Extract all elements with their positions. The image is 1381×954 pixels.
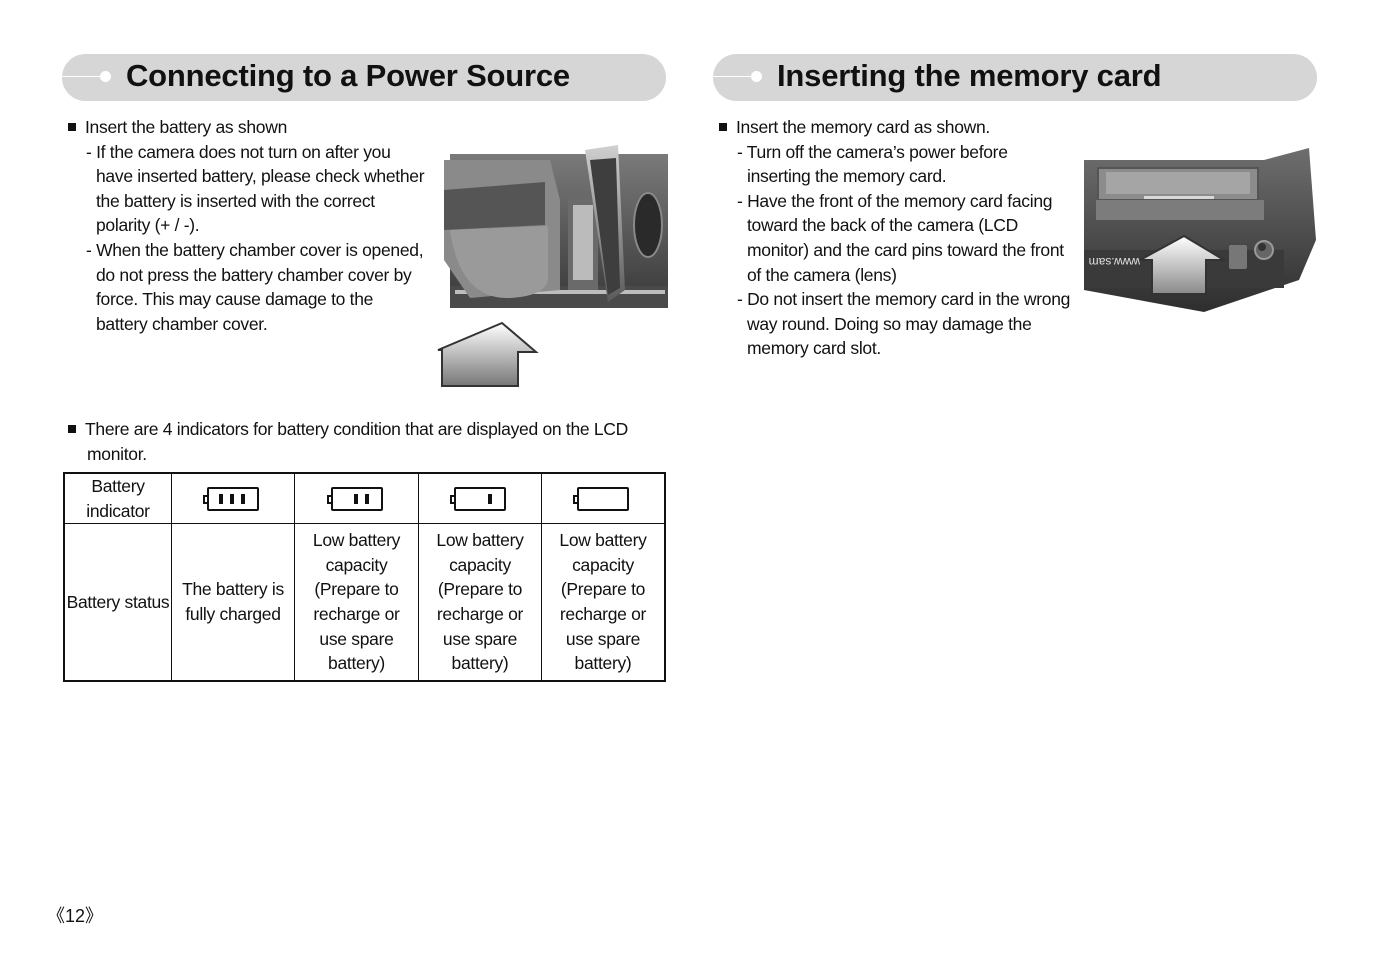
battery-note-line: battery chamber cover. xyxy=(96,313,268,334)
table-cell-status: Low battery capacity (Prepare to recharg… xyxy=(294,523,419,682)
battery-note-line: have inserted battery, please check whet… xyxy=(96,166,425,187)
bullet-insert-battery: Insert the battery as shown xyxy=(68,115,424,140)
table-row: Battery status The battery is fully char… xyxy=(63,523,666,682)
header-dot-decoration xyxy=(100,71,111,82)
table-cell-indicator xyxy=(171,472,295,525)
bullet-square-icon xyxy=(68,425,76,433)
battery-full-icon xyxy=(203,487,259,512)
bullet-square-icon xyxy=(68,123,76,131)
section-header-power: Connecting to a Power Source xyxy=(62,54,666,101)
bullet-square-icon xyxy=(719,123,727,131)
battery-instructions: Insert the battery as shown - If the cam… xyxy=(68,115,425,336)
card-note-line: monitor) and the card pins toward the fr… xyxy=(747,239,1064,260)
card-note-line: of the camera (lens) xyxy=(747,264,897,285)
table-cell-indicator xyxy=(541,472,666,525)
camera-print-text: www.sam xyxy=(1089,255,1141,269)
section-header-memory: Inserting the memory card xyxy=(713,54,1317,101)
header-line-decoration xyxy=(62,76,106,77)
battery-one-bar-icon xyxy=(450,487,506,512)
section-title-power: Connecting to a Power Source xyxy=(126,58,570,93)
table-cell-indicator xyxy=(418,472,542,525)
table-cell-status-label: Battery status xyxy=(63,523,172,682)
card-note-line: memory card slot. xyxy=(747,338,881,359)
header-dot-decoration xyxy=(751,71,762,82)
insert-arrow-icon xyxy=(1139,234,1228,295)
battery-note-line: - If the camera does not turn on after y… xyxy=(86,141,391,162)
card-note-line: - Have the front of the memory card faci… xyxy=(737,190,1053,211)
battery-note-line: do not press the battery chamber cover b… xyxy=(96,264,412,285)
battery-insertion-illustration xyxy=(437,145,668,387)
table-cell-indicator xyxy=(294,472,419,525)
battery-note-line: the battery is inserted with the correct xyxy=(96,190,375,211)
insert-arrow-icon xyxy=(437,321,539,387)
card-note-line: way round. Doing so may damage the xyxy=(747,313,1032,334)
battery-note-line: polarity (+ / -). xyxy=(96,215,200,236)
memory-card-insertion-illustration: www.sam xyxy=(1084,148,1316,312)
page-number: 《12》 xyxy=(47,906,104,926)
memory-card-instructions: Insert the memory card as shown. - Turn … xyxy=(719,115,1070,361)
battery-indicator-note: There are 4 indicators for battery condi… xyxy=(68,417,628,466)
battery-note-line: - When the battery chamber cover is open… xyxy=(86,239,424,260)
section-title-memory: Inserting the memory card xyxy=(777,58,1162,93)
card-note-line: - Turn off the camera’s power before xyxy=(737,141,1008,162)
battery-two-bars-icon xyxy=(326,487,383,512)
battery-note-line: force. This may cause damage to the xyxy=(96,289,374,310)
table-cell-status: Low battery capacity (Prepare to recharg… xyxy=(541,523,666,682)
card-note-line: - Do not insert the memory card in the w… xyxy=(737,289,1071,310)
header-line-decoration xyxy=(713,76,757,77)
battery-empty-icon xyxy=(573,487,629,512)
table-cell-status: Low battery capacity (Prepare to recharg… xyxy=(418,523,542,682)
bullet-insert-card: Insert the memory card as shown. xyxy=(719,115,1070,140)
card-note-line: toward the back of the camera (LCD xyxy=(747,215,1018,236)
table-cell-status: The battery is fully charged xyxy=(171,523,295,682)
card-note-line: inserting the memory card. xyxy=(747,166,947,187)
